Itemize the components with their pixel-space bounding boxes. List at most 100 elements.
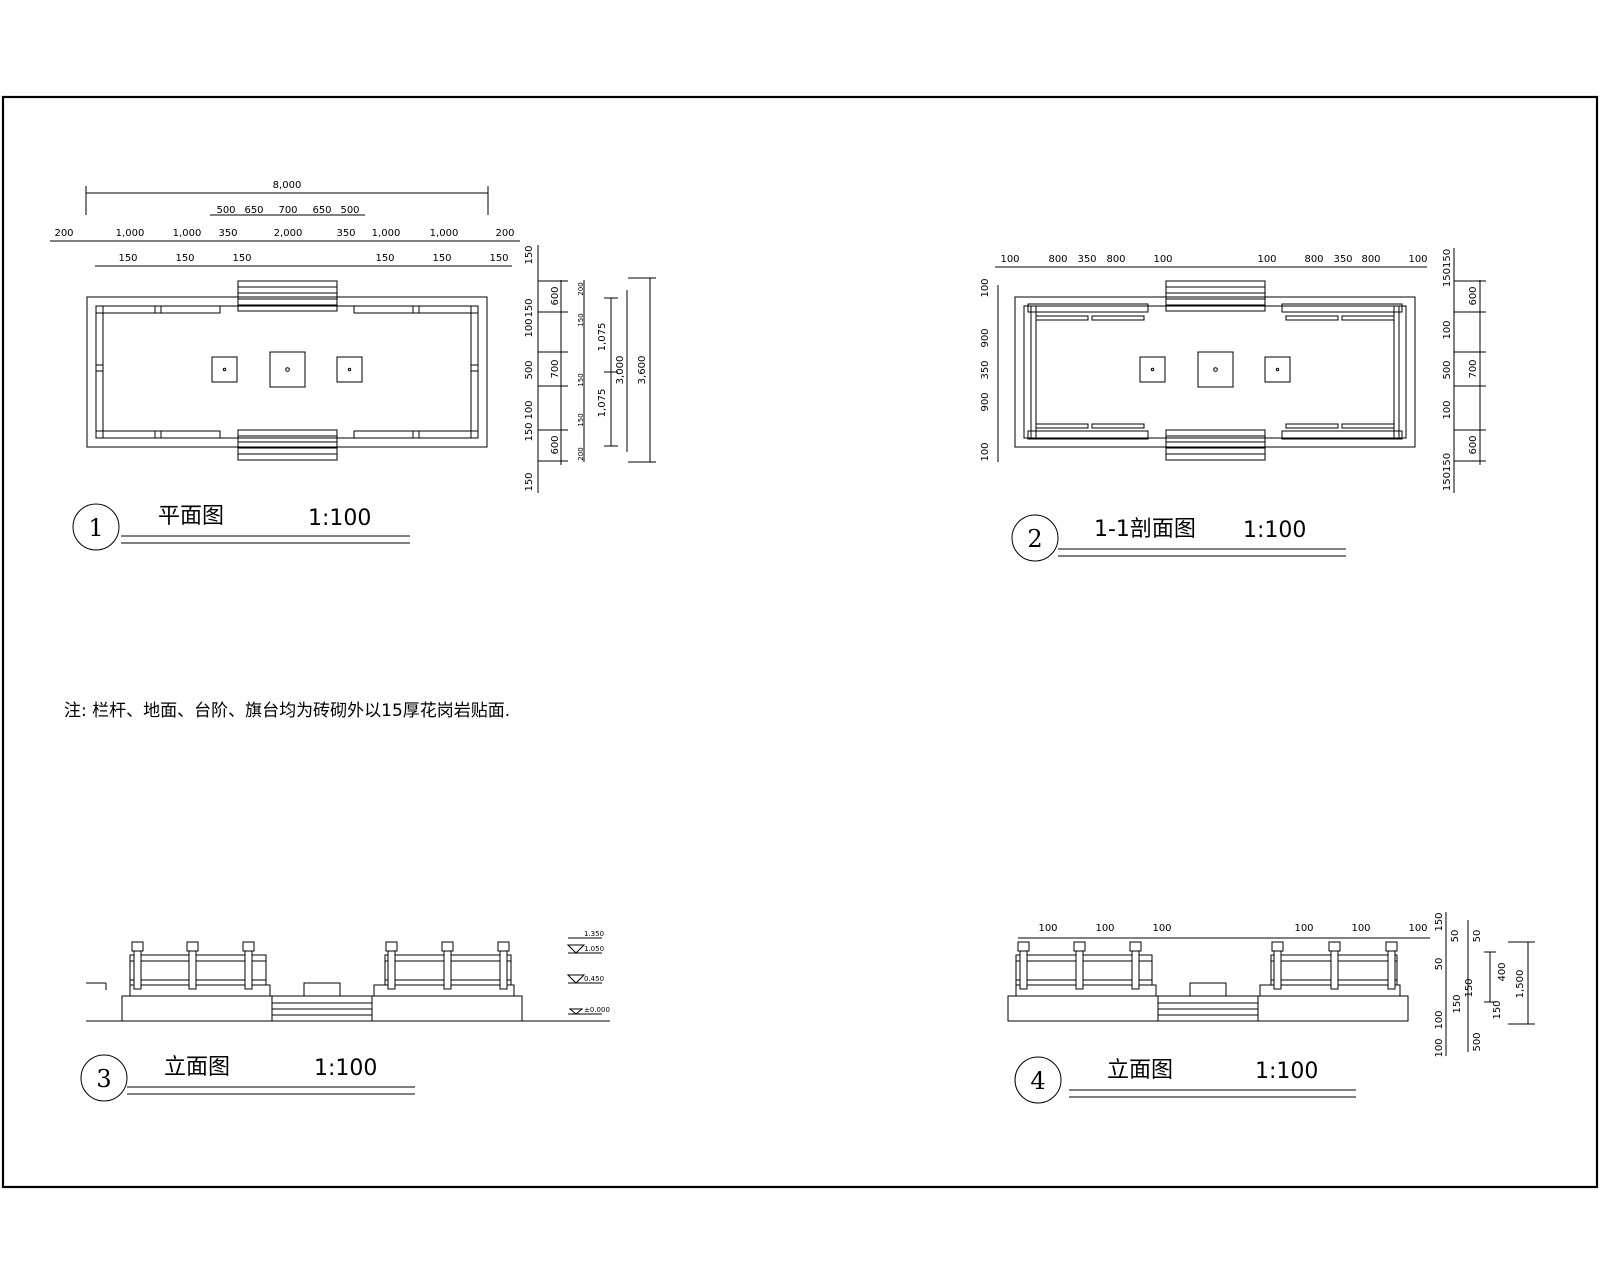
dim-ra-5: 100 (524, 400, 535, 419)
drawing-path (566, 944, 586, 954)
view-number: 4 (1030, 1067, 1045, 1095)
drawing-rect (1273, 949, 1282, 990)
view-title: 1-1剖面图 (1094, 517, 1196, 542)
dim-re: 3,000 (615, 356, 626, 385)
drawing-rect (1385, 941, 1398, 952)
dim-ra-1: 150 (524, 245, 535, 264)
dim-v4-t1: 100 (1038, 923, 1057, 934)
dim-r2-2: 1,000 (116, 228, 145, 239)
dim-v4-t2: 100 (1095, 923, 1114, 934)
drawing-rect (1285, 315, 1339, 321)
dim-rc-4: 150 (577, 413, 585, 426)
view-1-plan: 8,000 500 650 700 650 500 200 1,000 1,00… (50, 180, 656, 551)
drawing-rect (441, 941, 454, 952)
drawing-rect (1030, 305, 1037, 439)
drawing-rect (121, 995, 273, 1022)
dim-v2-ra4: 100 (1442, 400, 1453, 419)
dim-v2-t4: 800 (1106, 254, 1125, 265)
drawing-rect (129, 954, 267, 986)
dim-rc-3: 150 (577, 373, 585, 386)
view-title: 立面图 (1107, 1058, 1173, 1083)
dim-total: 8,000 (273, 180, 302, 191)
dim-r3-6: 150 (489, 253, 508, 264)
dim-v2-l1: 100 (980, 278, 991, 297)
dim-v2-ra1: 150150 (1442, 249, 1453, 287)
dim-v4-rb4: 500 (1472, 1032, 1483, 1051)
drawing-rect (1091, 315, 1145, 321)
dim-v2-t8: 350 (1333, 254, 1352, 265)
drawing-rect (1341, 315, 1395, 321)
drawing-rect (1165, 429, 1266, 461)
level-4: ±0.000 (584, 1006, 610, 1014)
dim-v4-t3: 100 (1152, 923, 1171, 934)
drawing-rect (1017, 941, 1030, 952)
drawing-circle (1150, 367, 1155, 372)
drawing-rect (1015, 954, 1153, 986)
drawing-rect (1387, 949, 1396, 990)
view-3-elevation: 1.350 1.050 0.450 ±0.000 3 立面图 1:100 (80, 930, 610, 1102)
drawing-rect (86, 296, 488, 448)
drawing-rect (387, 949, 396, 990)
dim-v4-t6: 100 (1408, 923, 1427, 934)
level-1: 1.350 (584, 930, 604, 938)
dim-r1-1: 500 (216, 205, 235, 216)
drawing-rect (1271, 941, 1284, 952)
level-3: 0.450 (584, 975, 604, 983)
dim-ra-2: 150 (524, 298, 535, 317)
dim-v2-t9: 800 (1361, 254, 1380, 265)
drawing-rect (95, 305, 104, 439)
dim-r2-7: 1,000 (372, 228, 401, 239)
drawing-rect (1129, 941, 1142, 952)
level-2: 1.050 (584, 945, 604, 953)
drawing-rect (1189, 982, 1227, 997)
view-scale: 1:100 (1255, 1059, 1318, 1084)
dim-v2-t1: 100 (1000, 254, 1019, 265)
drawing-rect (1073, 941, 1086, 952)
drawing-rect (188, 949, 197, 990)
dim-v2-t7: 800 (1304, 254, 1323, 265)
drawing-rect (244, 949, 253, 990)
dim-ra-3: 100 (524, 318, 535, 337)
dim-rc-1: 200 (577, 282, 585, 295)
drawing-rect (95, 305, 479, 439)
dim-rc-2: 150 (577, 313, 585, 326)
view-4-elevation: 100 100 100 100 100 100 (1007, 912, 1535, 1104)
dim-rb-3: 600 (550, 435, 561, 454)
drawing-rect (1131, 949, 1140, 990)
view-scale: 1:100 (1243, 518, 1306, 543)
dim-v2-l3: 350 (980, 360, 991, 379)
dim-v2-ra5: 150150 (1442, 453, 1453, 491)
drawing-rect (497, 941, 510, 952)
view-number: 1 (88, 514, 103, 542)
drawing-rect (1019, 949, 1028, 990)
dim-r2-3: 1,000 (173, 228, 202, 239)
view-2-section: 100 800 350 800 100 100 800 350 800 100 … (980, 248, 1486, 562)
dim-v2-l4: 900 (980, 392, 991, 411)
drawing-circle (1275, 367, 1280, 372)
drawing-rect (1281, 430, 1403, 440)
dim-r2-4: 350 (218, 228, 237, 239)
drawing-rect (269, 351, 306, 388)
dim-v2-t3: 350 (1077, 254, 1096, 265)
dim-rf: 3,600 (637, 356, 648, 385)
drawing-rect (1027, 430, 1149, 440)
dim-v4-ra1: 150 (1434, 912, 1445, 931)
dim-v2-l2: 900 (980, 328, 991, 347)
dim-rd-1: 1,075 (597, 323, 608, 352)
drawing-rect (1257, 995, 1409, 1022)
drawing-rect (1007, 995, 1159, 1022)
drawing-rect (443, 949, 452, 990)
drawing-rect (1393, 305, 1400, 439)
drawing-rect (1014, 296, 1416, 448)
dim-r1-4: 650 (312, 205, 331, 216)
dim-v4-t4: 100 (1294, 923, 1313, 934)
dim-v4-rb1: 50 (1472, 930, 1483, 943)
dim-v4-rc: 400 (1497, 962, 1508, 981)
dim-v2-t6: 100 (1257, 254, 1276, 265)
view-title: 平面图 (158, 504, 224, 529)
dim-v2-rb3: 600 (1468, 435, 1479, 454)
drawing-rect (1075, 949, 1084, 990)
drawing-circle (222, 367, 227, 372)
dim-r1-2: 650 (244, 205, 263, 216)
